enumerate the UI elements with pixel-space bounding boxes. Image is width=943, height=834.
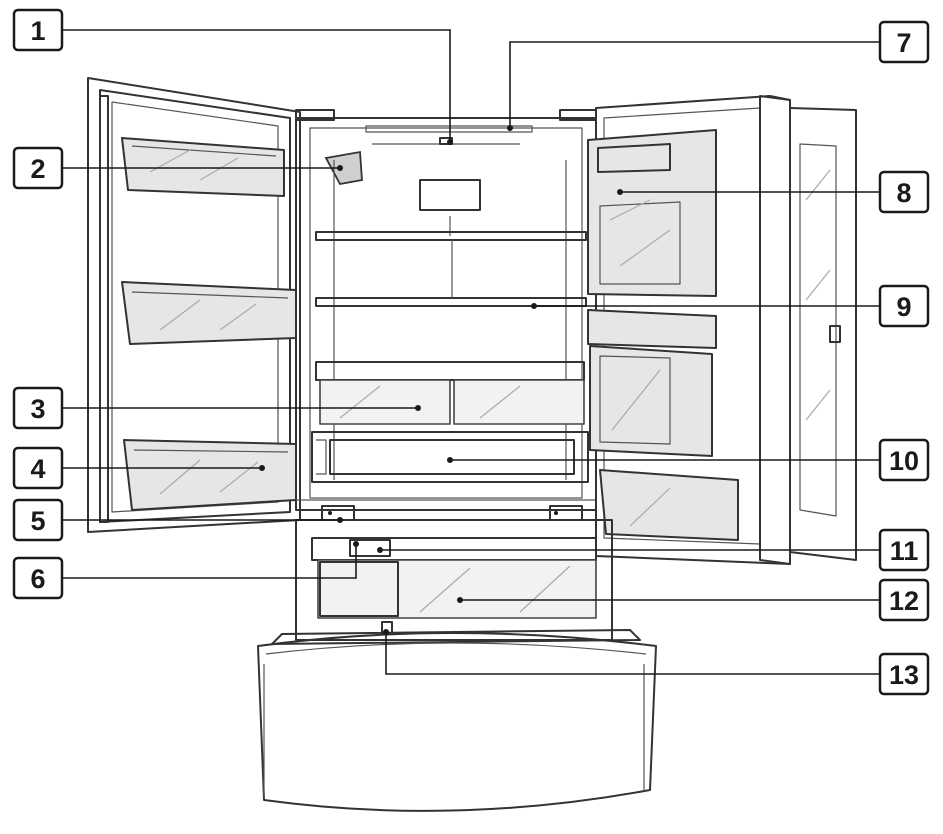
left-door-bin-top bbox=[121, 137, 285, 197]
left-door-bin-middle bbox=[121, 281, 297, 345]
callout-13-label: 13 bbox=[889, 660, 919, 690]
callout-4-label: 4 bbox=[30, 454, 45, 484]
callout-10: 10 bbox=[878, 438, 930, 482]
callout-6: 6 bbox=[12, 556, 64, 600]
right-door bbox=[587, 95, 791, 565]
leader-7 bbox=[509, 41, 880, 128]
leader-13-end bbox=[383, 629, 389, 635]
freezer-compartment bbox=[295, 519, 613, 641]
leader-lines bbox=[62, 29, 880, 675]
callout-5-label: 5 bbox=[30, 506, 45, 536]
callout-2-label: 2 bbox=[30, 154, 45, 184]
leader-5-end bbox=[337, 517, 343, 523]
leader-2-end bbox=[337, 165, 343, 171]
leader-11-end bbox=[377, 547, 383, 553]
callout-3: 3 bbox=[12, 386, 64, 430]
callout-6-label: 6 bbox=[30, 564, 45, 594]
callout-12-label: 12 bbox=[889, 586, 919, 616]
callout-10-label: 10 bbox=[889, 446, 919, 476]
callout-1: 1 bbox=[12, 8, 64, 52]
callout-2: 2 bbox=[12, 146, 64, 190]
callout-7: 7 bbox=[878, 20, 930, 64]
shelf-lower bbox=[315, 297, 587, 307]
callout-4: 4 bbox=[12, 446, 64, 490]
fresh-food-compartment bbox=[295, 109, 597, 521]
right-door-bin-lower bbox=[589, 345, 713, 457]
leader-6 bbox=[62, 544, 357, 579]
callout-8: 8 bbox=[878, 170, 930, 214]
callout-8-label: 8 bbox=[896, 178, 911, 208]
callout-11-label: 11 bbox=[890, 536, 919, 566]
leader-7-end bbox=[507, 125, 513, 131]
callout-13: 13 bbox=[878, 652, 930, 696]
callout-7-label: 7 bbox=[896, 28, 911, 58]
left-door-bin-bottom bbox=[123, 439, 297, 511]
right-door-bin-bottom bbox=[599, 469, 739, 541]
left-door bbox=[87, 77, 301, 533]
crisper-drawers bbox=[315, 361, 585, 425]
refrigerator-illustration bbox=[87, 77, 857, 812]
leader-3-end bbox=[415, 405, 421, 411]
callout-9: 9 bbox=[878, 284, 930, 328]
callout-11: 11 bbox=[878, 528, 930, 572]
right-door-bin-middle bbox=[587, 309, 717, 349]
callout-9-label: 9 bbox=[896, 292, 911, 322]
leader-4-end bbox=[259, 465, 265, 471]
leader-13 bbox=[385, 632, 880, 675]
leader-8-end bbox=[617, 189, 623, 195]
callout-5: 5 bbox=[12, 498, 64, 542]
leader-12-end bbox=[457, 597, 463, 603]
bottom-freezer-drawer bbox=[257, 621, 657, 812]
freezer-side-door bbox=[789, 107, 857, 561]
shelf-upper bbox=[315, 231, 587, 241]
leader-6-end bbox=[353, 541, 359, 547]
leader-1 bbox=[62, 29, 451, 142]
callout-1-label: 1 bbox=[30, 16, 45, 46]
callout-3-label: 3 bbox=[30, 394, 45, 424]
leader-1-end bbox=[447, 139, 453, 145]
leader-10-end bbox=[447, 457, 453, 463]
leader-9-end bbox=[531, 303, 537, 309]
callout-12: 12 bbox=[878, 578, 930, 622]
right-door-bin-top bbox=[587, 129, 717, 297]
deli-drawer bbox=[311, 431, 589, 483]
